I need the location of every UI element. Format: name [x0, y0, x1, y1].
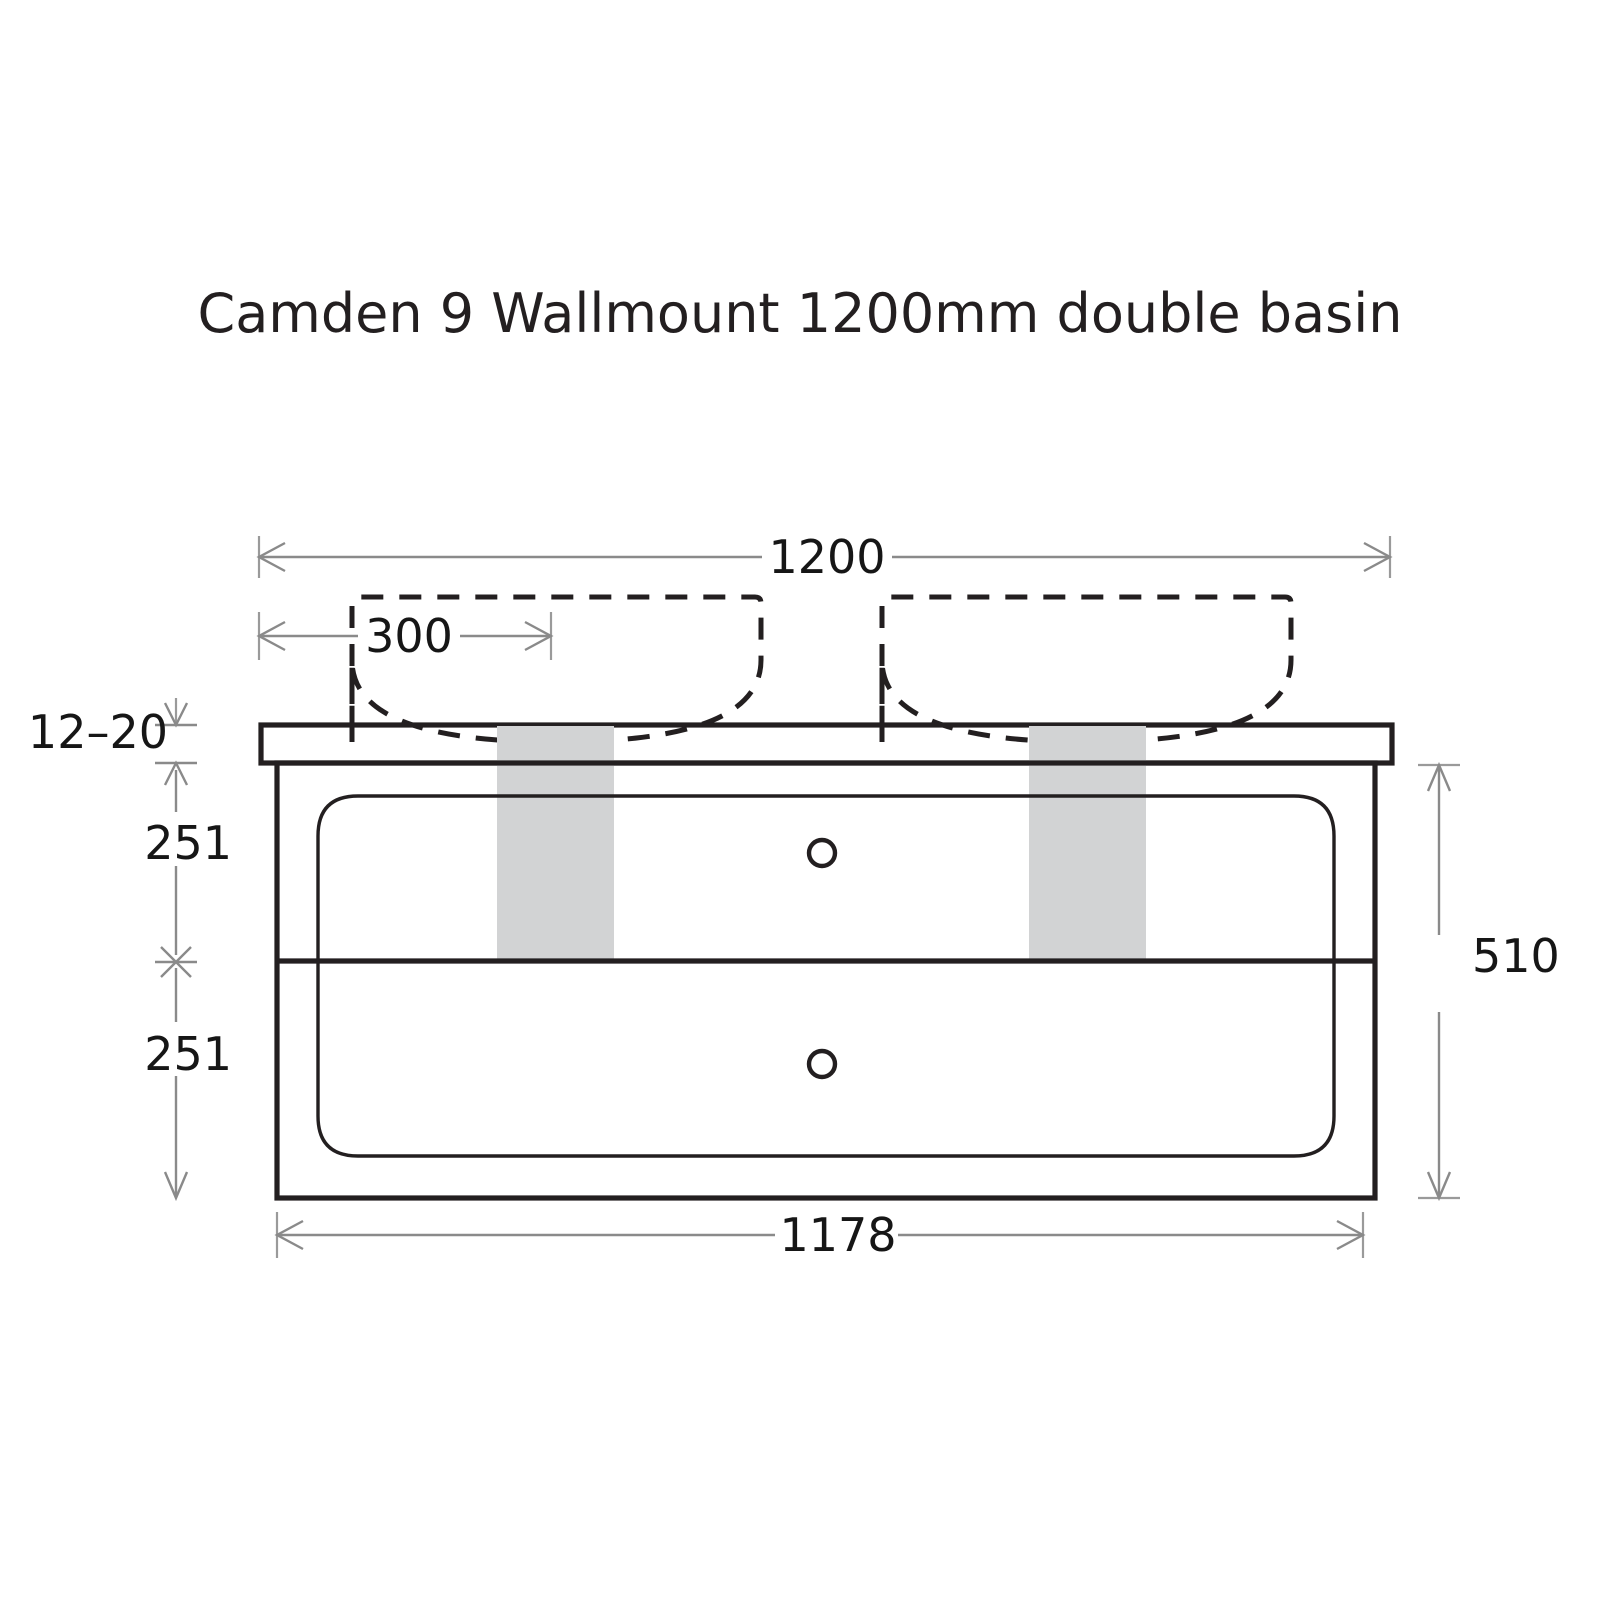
page-title: Camden 9 Wallmount 1200mm double basin: [197, 282, 1402, 345]
right-basin-outline: [879, 594, 1294, 745]
dim-label-body-width: 1178: [779, 1208, 896, 1262]
lower-drawer-front: [316, 961, 1336, 1158]
dimension-body-width: 1178: [274, 1208, 1366, 1262]
arrowhead-300-right: [524, 620, 554, 652]
dimension-upper-drawer-height: 251: [144, 770, 232, 955]
dim-label-upper-drawer-height: 251: [144, 816, 232, 870]
arrow-thickness-down: [163, 702, 189, 728]
dimension-basin-width: 300: [256, 609, 554, 663]
dim-star-tick: [155, 946, 197, 978]
dimension-overall-width: 1200: [256, 530, 1393, 584]
arrow-thickness-up: [163, 760, 189, 786]
upper-drawer-front: [316, 794, 1336, 961]
arrowhead-left: [256, 541, 286, 573]
dimension-total-height: 510: [1418, 761, 1560, 1202]
upper-drawer-handle[interactable]: [806, 837, 838, 869]
arrowhead-300-left: [256, 620, 286, 652]
arrow-251-lower-down: [163, 1171, 189, 1202]
lower-drawer-handle[interactable]: [806, 1048, 838, 1080]
arrow-510-down: [1426, 1171, 1452, 1202]
arrow-510-up: [1426, 761, 1452, 792]
dim-label-basin-width: 300: [365, 609, 453, 663]
dimension-lower-drawer-height: 251: [144, 968, 232, 1202]
dim-label-lower-drawer-height: 251: [144, 1027, 232, 1081]
arrow-1178-left: [274, 1219, 304, 1251]
dim-label-total-height: 510: [1472, 929, 1560, 983]
dim-label-overall-width: 1200: [768, 530, 885, 584]
arrowhead-right: [1363, 541, 1393, 573]
dimension-countertop-thickness: 12–20: [28, 698, 197, 786]
cabinet-body: [274, 760, 1378, 1201]
dim-label-countertop-thickness: 12–20: [28, 705, 168, 759]
countertop-slab: [258, 722, 1395, 766]
arrow-1178-right: [1336, 1219, 1366, 1251]
